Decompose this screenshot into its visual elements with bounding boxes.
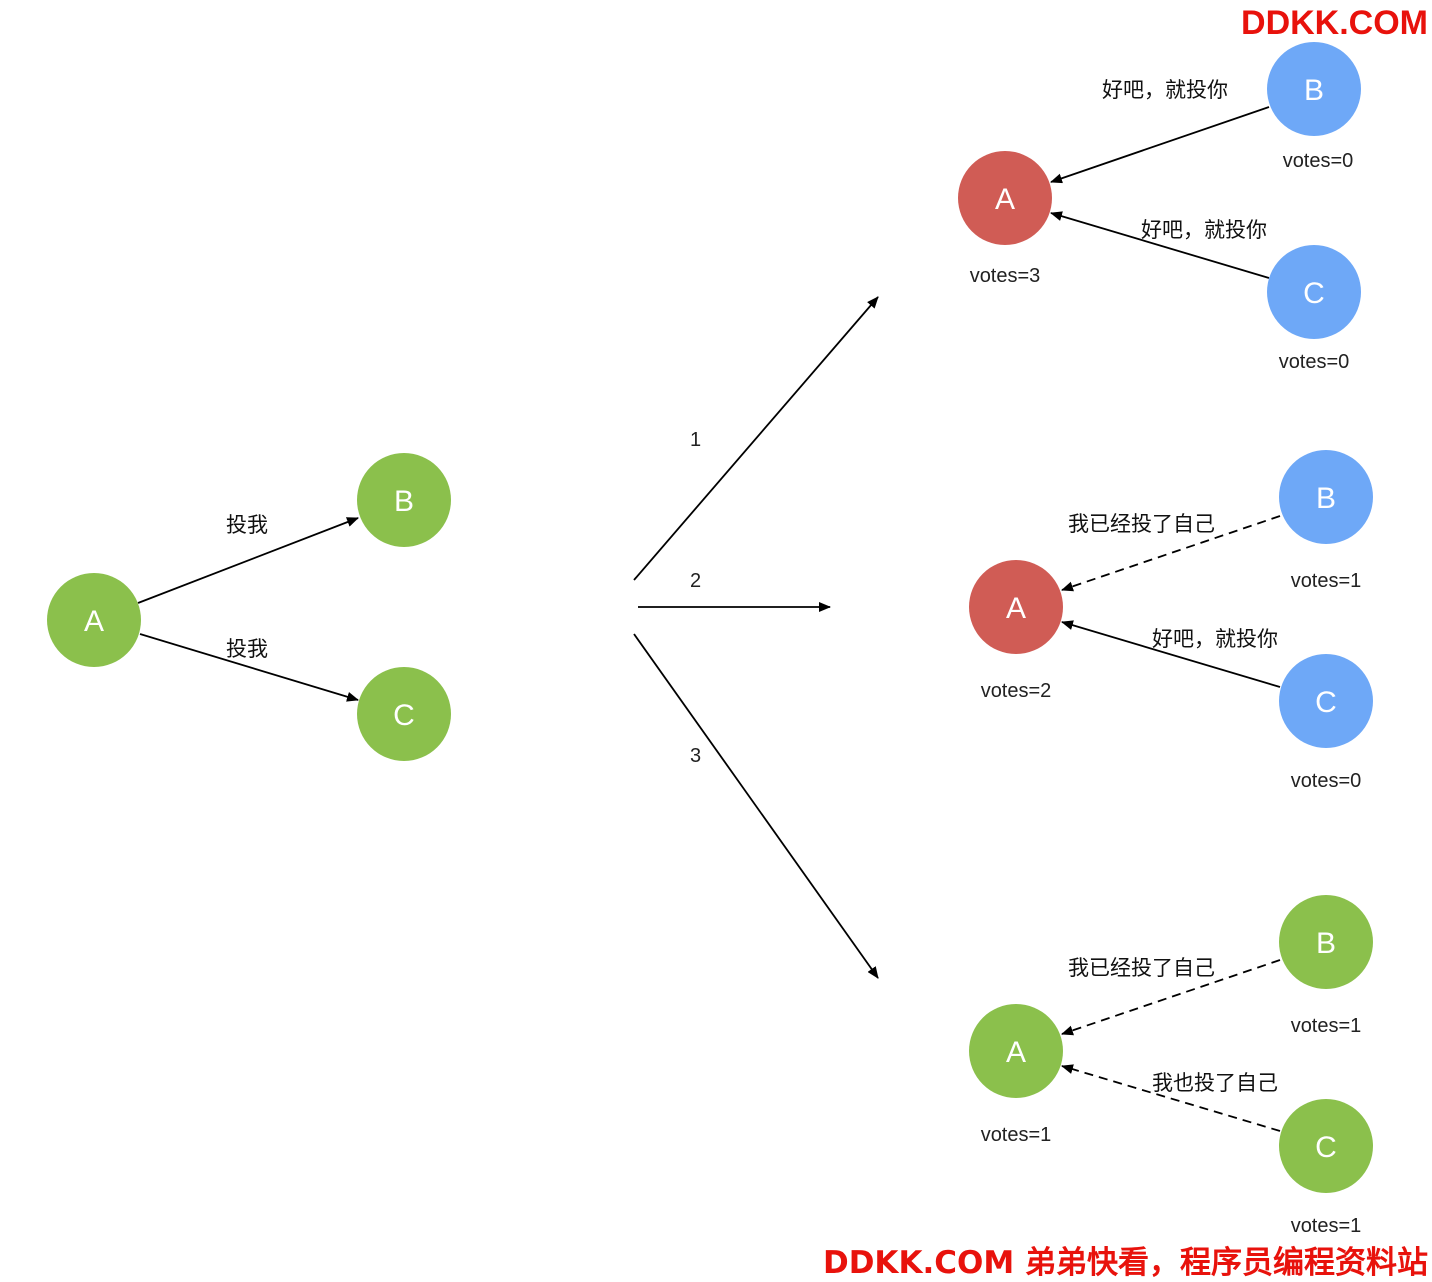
s3-edge-b-to-a bbox=[1061, 959, 1281, 1036]
s3-node-a bbox=[969, 1004, 1063, 1098]
initial-node-b bbox=[357, 453, 451, 547]
s3-node-b bbox=[1279, 895, 1373, 989]
s2-node-b-label: B bbox=[1316, 482, 1336, 515]
branch-label-1: 1 bbox=[690, 429, 701, 451]
watermark-top: DDKK.COM bbox=[1241, 4, 1428, 42]
s1-node-b bbox=[1267, 42, 1361, 136]
s3-edge-label-c-to-a: 我也投了自己 bbox=[1152, 1071, 1278, 1095]
s2-edge-label-c-to-a: 好吧，就投你 bbox=[1152, 627, 1278, 651]
s2-edge-c-to-a bbox=[1061, 620, 1281, 688]
s2-node-c bbox=[1279, 654, 1373, 748]
s2-node-c-label: C bbox=[1315, 686, 1337, 719]
s1-edge-c-to-a bbox=[1050, 211, 1270, 279]
s1-node-a bbox=[958, 151, 1052, 245]
scenario-2: 我已经投了自己 好吧，就投你 A votes=2 B votes=1 C vot… bbox=[969, 450, 1373, 792]
edge-a-to-b bbox=[137, 517, 359, 604]
branch-arrow-1 bbox=[633, 296, 879, 581]
s1-node-b-votes: votes=0 bbox=[1283, 150, 1354, 172]
s2-node-c-votes: votes=0 bbox=[1291, 770, 1362, 792]
s1-edge-label-c-to-a: 好吧，就投你 bbox=[1141, 218, 1267, 242]
branch-arrows: 1 2 3 bbox=[633, 296, 879, 979]
scenario-1: 好吧，就投你 好吧，就投你 A votes=3 B votes=0 C vote… bbox=[958, 42, 1361, 373]
branch-arrow-3 bbox=[633, 633, 879, 979]
branch-label-2: 2 bbox=[690, 570, 701, 592]
edge-label-a-to-b: 投我 bbox=[226, 513, 268, 537]
watermark-bottom: DDKK.COM 弟弟快看，程序员编程资料站 bbox=[822, 1245, 1428, 1281]
initial-node-a bbox=[47, 573, 141, 667]
initial-node-c bbox=[357, 667, 451, 761]
s3-node-c-votes: votes=1 bbox=[1291, 1215, 1362, 1237]
s3-node-a-votes: votes=1 bbox=[981, 1124, 1052, 1146]
s1-node-a-label: A bbox=[995, 183, 1015, 216]
s3-node-b-label: B bbox=[1316, 927, 1336, 960]
s3-edge-label-b-to-a: 我已经投了自己 bbox=[1068, 956, 1215, 980]
edge-label-a-to-c: 投我 bbox=[226, 637, 268, 661]
scenario-3: 我已经投了自己 我也投了自己 A votes=1 B votes=1 C vot… bbox=[969, 895, 1373, 1237]
s3-node-c-label: C bbox=[1315, 1131, 1337, 1164]
s2-node-a-label: A bbox=[1006, 592, 1026, 625]
s3-node-b-votes: votes=1 bbox=[1291, 1015, 1362, 1037]
s2-node-b bbox=[1279, 450, 1373, 544]
s1-node-c-label: C bbox=[1303, 277, 1325, 310]
s2-edge-b-to-a bbox=[1061, 515, 1281, 592]
s1-edge-label-b-to-a: 好吧，就投你 bbox=[1102, 78, 1228, 102]
s1-node-c bbox=[1267, 245, 1361, 339]
s2-node-a bbox=[969, 560, 1063, 654]
s1-node-b-label: B bbox=[1304, 74, 1324, 107]
s2-node-a-votes: votes=2 bbox=[981, 680, 1052, 702]
initial-node-b-label: B bbox=[394, 485, 414, 518]
branch-label-3: 3 bbox=[690, 745, 701, 767]
s2-edge-label-b-to-a: 我已经投了自己 bbox=[1068, 512, 1215, 536]
s3-edge-c-to-a bbox=[1061, 1064, 1281, 1132]
initial-node-c-label: C bbox=[393, 699, 415, 732]
edge-a-to-c bbox=[139, 633, 359, 702]
s1-edge-b-to-a bbox=[1050, 106, 1270, 184]
s2-node-b-votes: votes=1 bbox=[1291, 570, 1362, 592]
s3-node-c bbox=[1279, 1099, 1373, 1193]
s3-node-a-label: A bbox=[1006, 1036, 1026, 1069]
initial-node-a-label: A bbox=[84, 605, 104, 638]
s1-node-a-votes: votes=3 bbox=[970, 265, 1041, 287]
s1-node-c-votes: votes=0 bbox=[1279, 351, 1350, 373]
initial-state: 投我 投我 A B C bbox=[47, 453, 451, 761]
